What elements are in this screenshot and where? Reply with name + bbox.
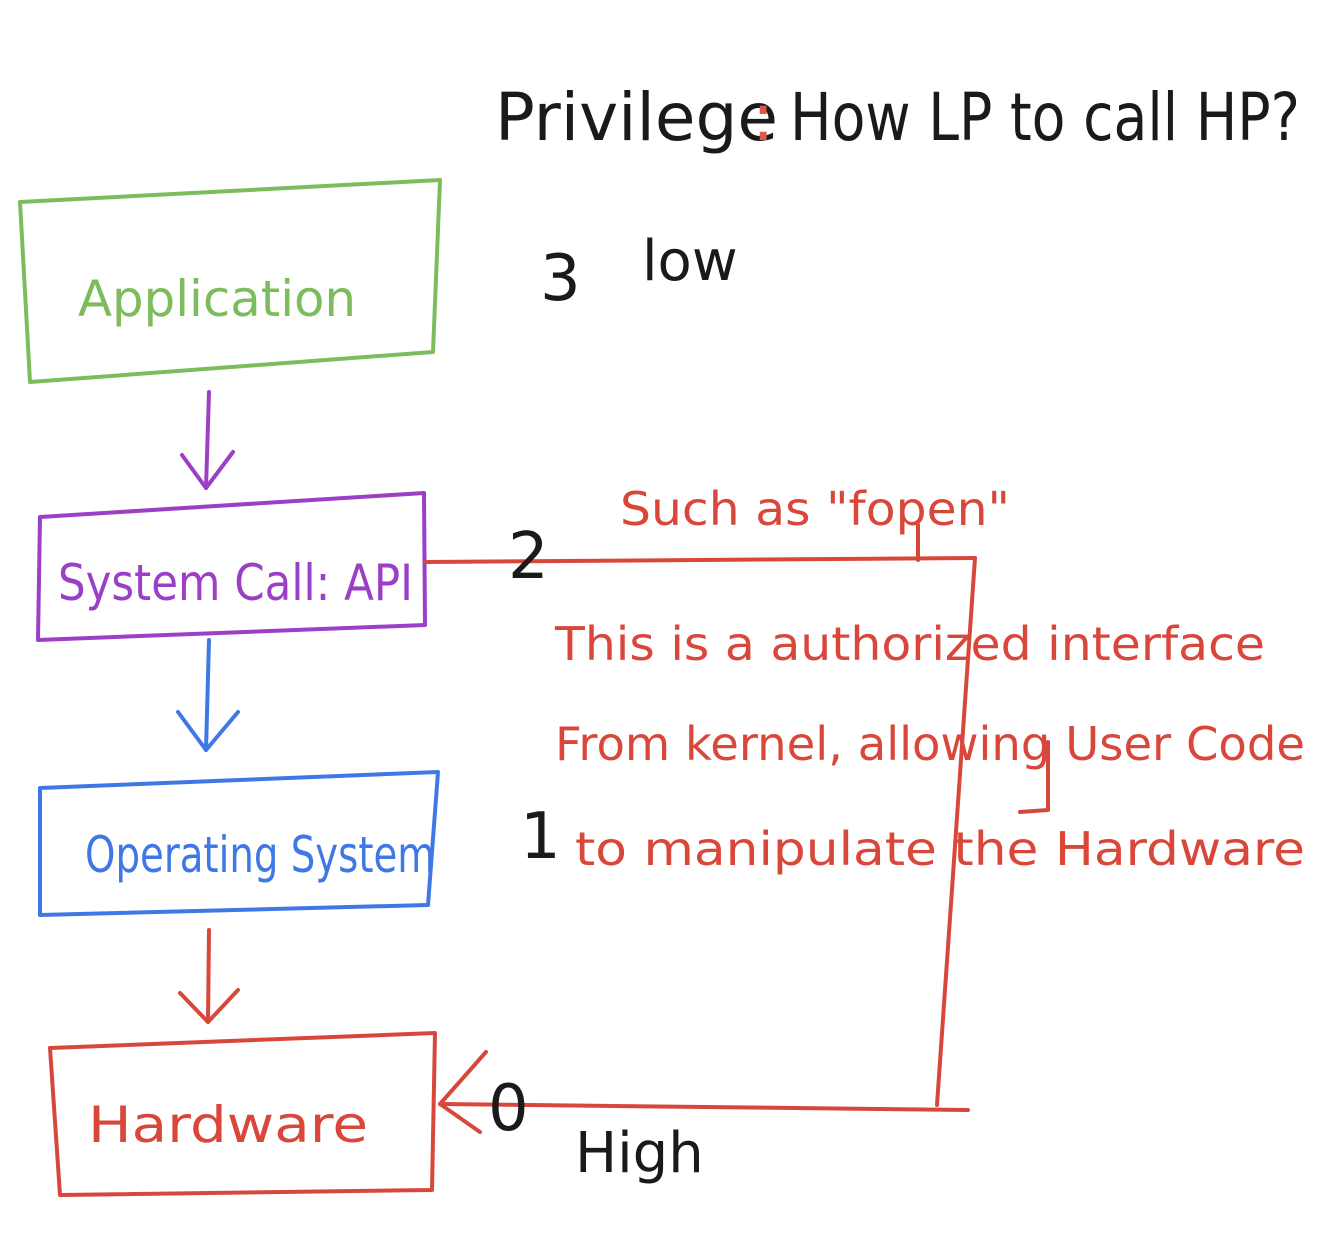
arrow-head: [178, 988, 240, 1024]
path-top: [423, 556, 977, 564]
title-colon: :: [752, 79, 774, 156]
system-call-box-outline: [36, 491, 427, 642]
hardware-box-outline: [48, 1031, 437, 1197]
hardware-label: Hardware: [88, 1096, 368, 1154]
system-call-label: System Call: API: [58, 554, 413, 612]
system-call-box: System Call: API: [36, 491, 427, 642]
operating-system-box: Operating System: [38, 770, 440, 917]
bracket-pointer: [1018, 740, 1050, 814]
arrow-shaft: [206, 928, 211, 1024]
arrow-syscall-to-os: [176, 638, 240, 752]
arrow-head: [180, 450, 235, 490]
hardware-box: Hardware: [48, 1031, 437, 1197]
note-line-1: This is a authorized interface: [554, 617, 1265, 671]
level-2-number: 2: [508, 520, 549, 594]
arrow-head: [176, 710, 240, 752]
level-3-number: 3: [540, 242, 581, 316]
level-0-number: 0: [488, 1072, 529, 1146]
syscall-path: [423, 523, 1050, 1134]
title-privilege: Privilege: [495, 79, 778, 156]
note-line-2: From kernel, allowing User Code: [555, 717, 1305, 771]
operating-system-box-outline: [38, 770, 440, 917]
arrow-shaft: [204, 390, 211, 490]
level-0-word: High: [575, 1121, 704, 1186]
application-box-outline: [18, 178, 442, 384]
path-arrow-head: [438, 1050, 488, 1134]
arrow-shaft: [204, 638, 211, 752]
example-note: Such as "fopen": [620, 482, 1010, 536]
title-question: How LP to call HP?: [790, 79, 1300, 156]
level-3-word: low: [642, 229, 738, 294]
path-bottom: [438, 1102, 970, 1112]
application-box: Application: [18, 178, 442, 384]
operating-system-label: Operating System: [85, 826, 435, 884]
path-right: [935, 556, 977, 1107]
application-label: Application: [78, 270, 356, 328]
arrow-os-to-hardware: [178, 928, 240, 1024]
level-1-number: 1: [520, 800, 561, 874]
note-line-3: to manipulate the Hardware: [575, 822, 1305, 876]
arrow-app-to-syscall: [180, 390, 235, 490]
